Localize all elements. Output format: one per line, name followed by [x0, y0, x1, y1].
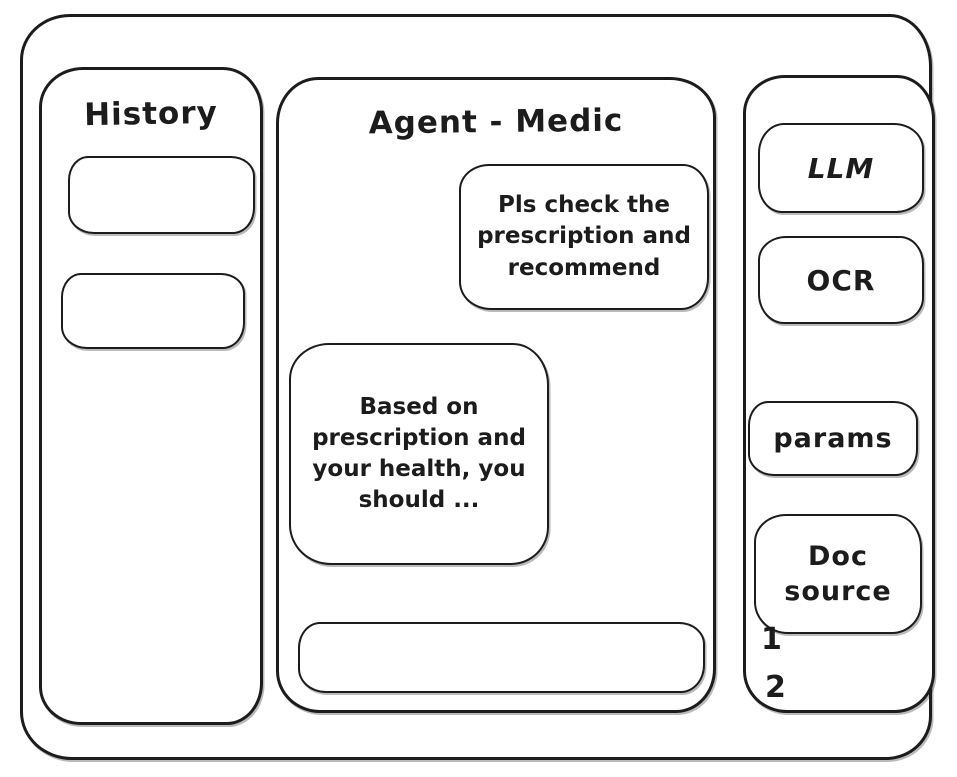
history-title: History [83, 94, 219, 134]
app-frame: History Agent - Medic Pls check the pres… [20, 14, 935, 760]
tools-sidebar: LLM OCR params Doc source 1 2 [743, 75, 935, 713]
chat-title: Agent - Medic [368, 102, 624, 142]
ocr-button[interactable]: OCR [758, 236, 924, 324]
doc-source-item-2[interactable]: 2 [765, 670, 786, 705]
assistant-message-bubble: Based on prescription and your health, y… [289, 343, 549, 565]
user-message-text: Pls check the prescription and recommend [477, 192, 691, 281]
history-sidebar: History [39, 67, 263, 725]
chat-input[interactable] [298, 622, 705, 693]
user-message-bubble: Pls check the prescription and recommend [459, 164, 709, 310]
doc-source-button[interactable]: Doc source [754, 514, 922, 634]
history-item[interactable] [68, 156, 255, 234]
assistant-message-text: Based on prescription and your health, y… [312, 393, 526, 514]
params-button[interactable]: params [748, 401, 918, 476]
chat-panel: Agent - Medic Pls check the prescription… [276, 77, 716, 713]
history-item[interactable] [61, 273, 245, 349]
llm-button[interactable]: LLM [758, 123, 924, 213]
doc-source-item-1[interactable]: 1 [761, 622, 782, 657]
